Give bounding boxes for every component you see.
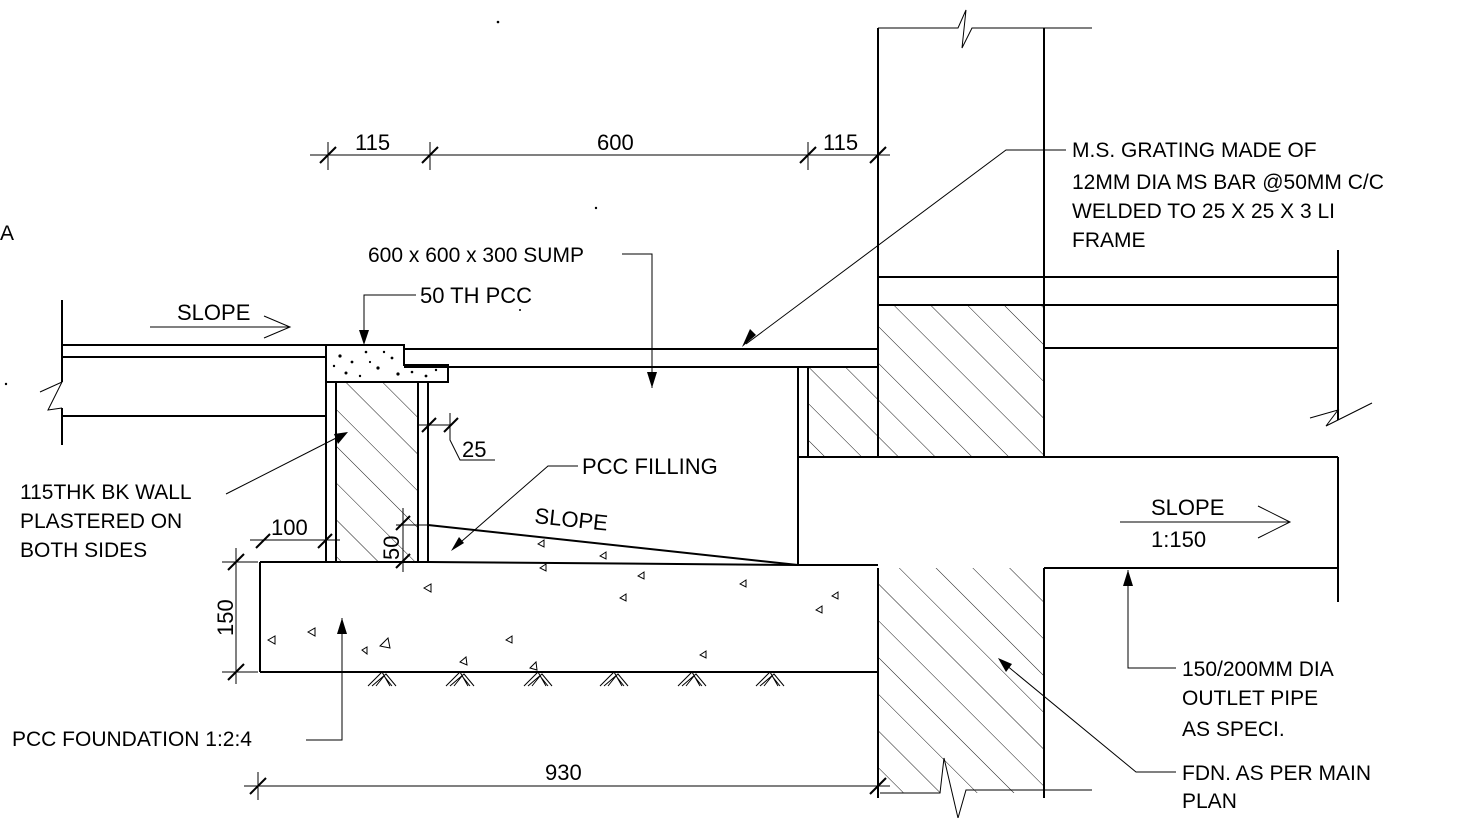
svg-text:BOTH SIDES: BOTH SIDES [20,539,147,562]
svg-text:600 x 600 x 300 SUMP: 600 x 600 x 300 SUMP [368,244,584,267]
dim-50-group: 50 [379,508,430,572]
slope-mid-label: SLOPE [533,503,609,536]
pcc-foundation [259,561,878,687]
svg-text:50 TH PCC: 50 TH PCC [420,283,532,308]
dim-600: 600 [597,130,634,155]
dim-115-left: 115 [355,130,390,155]
svg-text:PCC FOUNDATION 1:2:4: PCC FOUNDATION 1:2:4 [12,728,252,751]
pcc-top-label: 50 TH PCC [359,283,532,345]
outlet-pipe [798,457,1339,602]
foundation-label: PCC FOUNDATION 1:2:4 [12,618,347,751]
svg-text:115THK BK WALL: 115THK BK WALL [20,481,192,504]
dim-150-group: 150 [213,548,258,684]
dim-930-group: 930 [244,760,890,800]
grating-label: M.S. GRATING MADE OF 12MM DIA MS BAR @50… [742,139,1384,347]
dim-150: 150 [213,599,238,636]
svg-text:PCC FILLING: PCC FILLING [582,454,718,479]
svg-text:OUTLET PIPE: OUTLET PIPE [1182,687,1318,710]
pcc-filling [427,524,799,566]
pipe-label: 150/200MM DIA OUTLET PIPE AS SPECI. [1123,570,1334,741]
dim-25-group: 25 [418,413,495,462]
main-wall [877,9,1092,818]
svg-text:FRAME: FRAME [1072,229,1146,252]
dim-50: 50 [379,536,404,560]
pcc-coping-block [325,344,449,383]
scan-specks [4,20,598,386]
wall-label: 115THK BK WALL PLASTERED ON BOTH SIDES [20,432,348,562]
svg-text:150/200MM DIA: 150/200MM DIA [1182,658,1334,681]
slope-left-label: SLOPE [150,300,292,339]
ground-hatch-marks [367,671,785,687]
right-floor-slab [878,250,1373,427]
pcc-filling-label: PCC FILLING [451,454,718,551]
edge-letter: A [0,222,14,245]
sump-label: 600 x 600 x 300 SUMP [368,244,657,388]
fdn-label: FDN. AS PER MAIN PLAN [998,658,1371,813]
svg-text:12MM DIA MS BAR @50MM C/C: 12MM DIA MS BAR @50MM C/C [1072,171,1384,194]
svg-text:SLOPE: SLOPE [1151,495,1224,520]
dim-930: 930 [545,760,582,785]
svg-text:1:150: 1:150 [1151,527,1206,552]
svg-text:WELDED TO 25 X 25 X 3 LI: WELDED TO 25 X 25 X 3 LI [1072,200,1335,223]
left-floor-slab [39,300,326,445]
top-dimension-chain: 115 600 115 [310,130,890,170]
brick-wall-right [797,367,1338,565]
svg-text:FDN. AS PER MAIN: FDN. AS PER MAIN [1182,762,1371,785]
dim-100: 100 [271,515,308,540]
ms-grating [404,348,878,368]
slope-right-label: SLOPE 1:150 [1120,495,1292,552]
dim-25: 25 [462,437,486,462]
svg-text:PLASTERED ON: PLASTERED ON [20,510,182,533]
svg-text:AS SPECI.: AS SPECI. [1182,718,1285,741]
svg-text:PLAN: PLAN [1182,790,1237,813]
dim-115-right: 115 [823,130,858,155]
svg-text:M.S. GRATING MADE OF: M.S. GRATING MADE OF [1072,139,1317,162]
brick-wall-left [325,382,429,562]
dim-100-group: 100 [250,515,340,549]
svg-text:SLOPE: SLOPE [177,300,250,325]
